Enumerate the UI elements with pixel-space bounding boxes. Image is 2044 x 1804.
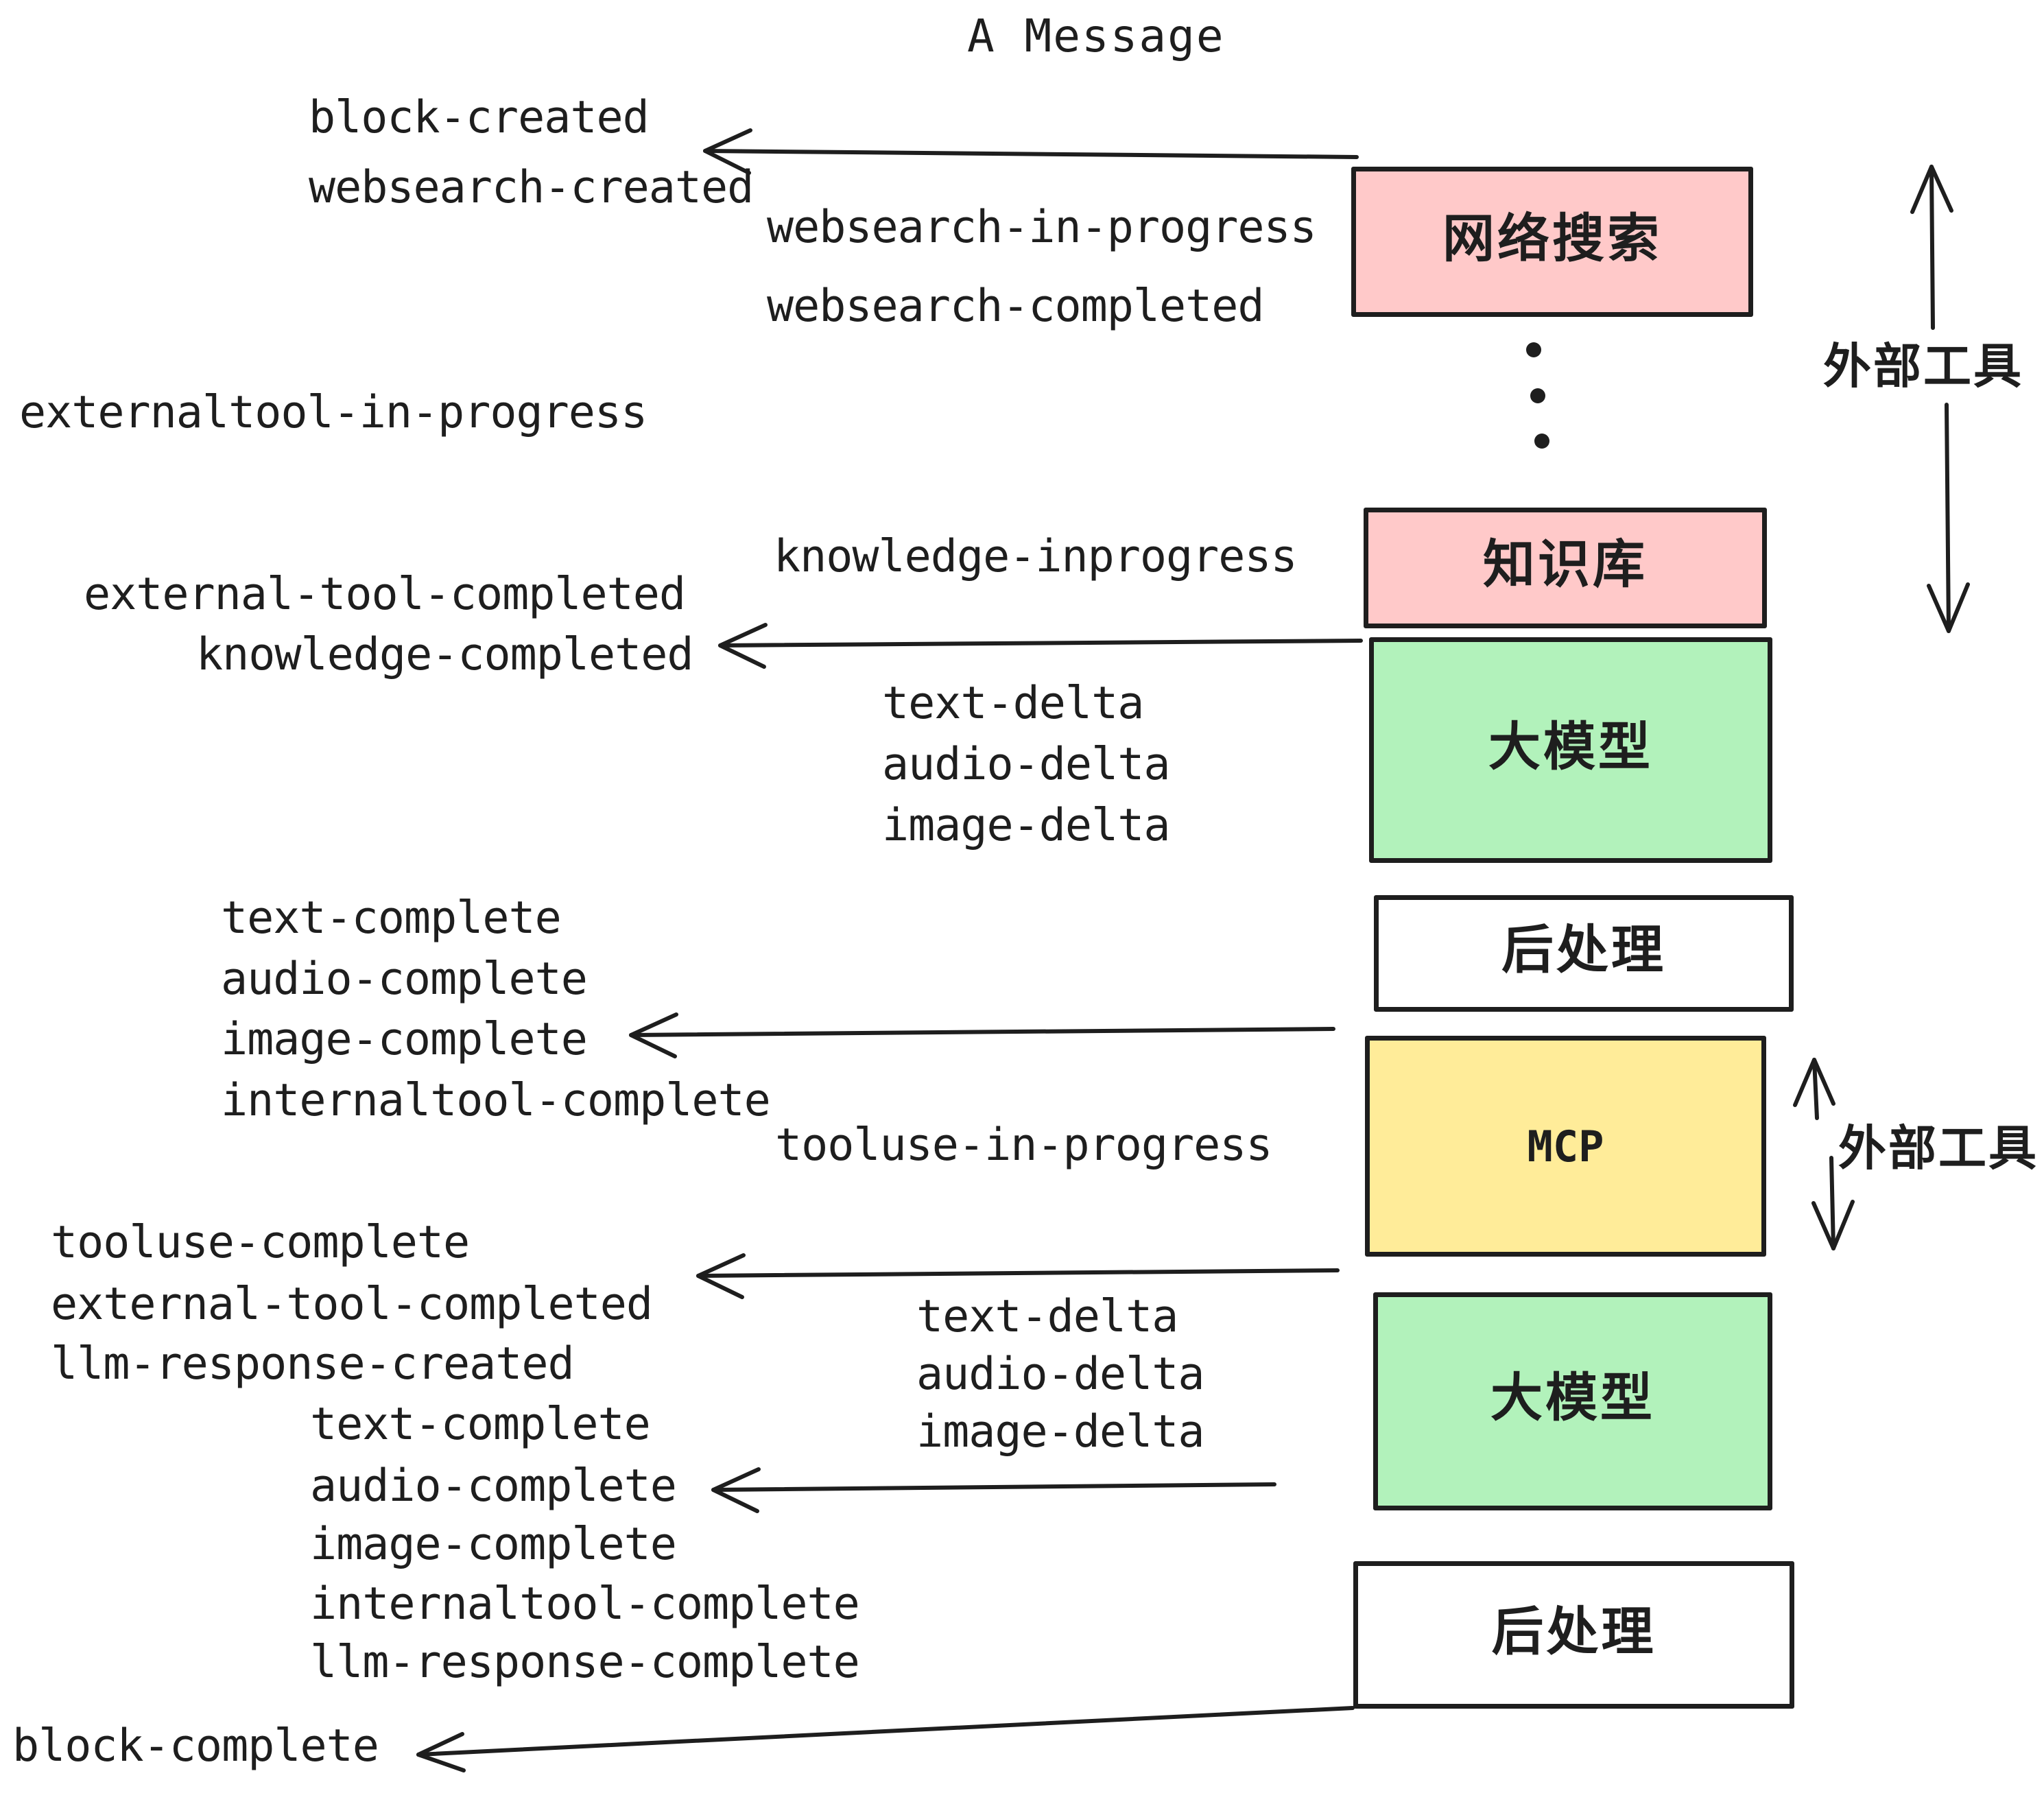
box-llm-1: 大模型 <box>1369 637 1772 863</box>
arrow-external-tools-down-1 <box>1927 403 1970 633</box>
event-externaltool-in-progress: externaltool-in-progress <box>19 387 647 438</box>
event-text-delta-2: text-delta <box>916 1291 1178 1342</box>
event-block-created: block-created <box>309 92 650 143</box>
arrow-audio-complete <box>711 1467 1276 1513</box>
arrow-external-tools-up-1 <box>1910 165 1953 330</box>
event-image-delta-1: image-delta <box>882 800 1170 851</box>
event-llm-response-complete: llm-response-complete <box>310 1637 860 1688</box>
box-postprocess-1: 后处理 <box>1374 895 1794 1012</box>
ellipsis-dots-icon <box>1526 342 1549 449</box>
box-mcp-label: MCP <box>1527 1121 1604 1172</box>
box-llm-2: 大模型 <box>1373 1292 1772 1510</box>
event-knowledge-inprogress: knowledge-inprogress <box>774 531 1298 582</box>
event-image-complete-2: image-complete <box>310 1519 677 1570</box>
event-websearch-created: websearch-created <box>309 162 754 213</box>
label-external-tools-top: 外部工具 <box>1823 340 2023 393</box>
box-llm-1-label: 大模型 <box>1488 717 1653 776</box>
box-web-search: 网络搜索 <box>1351 167 1753 317</box>
event-external-tool-completed-1: external-tool-completed <box>84 569 686 620</box>
event-audio-delta-2: audio-delta <box>916 1349 1204 1400</box>
arrow-websearch-created <box>703 128 1359 175</box>
event-text-delta-1: text-delta <box>882 678 1144 729</box>
box-postprocess-2-label: 后处理 <box>1491 1602 1656 1661</box>
box-postprocess-2: 后处理 <box>1353 1561 1794 1709</box>
event-tooluse-in-progress: tooluse-in-progress <box>775 1119 1273 1171</box>
label-external-tools-mcp: 外部工具 <box>1838 1121 2039 1175</box>
event-websearch-completed: websearch-completed <box>767 281 1265 332</box>
box-web-search-label: 网络搜索 <box>1442 209 1662 268</box>
box-postprocess-1-label: 后处理 <box>1501 921 1666 980</box>
event-audio-complete-1: audio-complete <box>221 953 588 1005</box>
arrow-image-complete <box>629 1012 1335 1058</box>
box-mcp: MCP <box>1365 1036 1766 1257</box>
event-internaltool-complete-2: internaltool-complete <box>310 1578 860 1630</box>
box-knowledge-base: 知识库 <box>1364 508 1767 628</box>
arrow-knowledge-completed <box>718 623 1363 669</box>
event-websearch-in-progress: websearch-in-progress <box>767 202 1317 253</box>
event-image-complete-1: image-complete <box>221 1014 588 1065</box>
event-text-complete-2: text-complete <box>310 1399 651 1450</box>
arrow-external-tools-up-2 <box>1793 1058 1835 1120</box>
diagram-title: A Message <box>967 10 1225 62</box>
event-audio-complete-2: audio-complete <box>310 1460 677 1512</box>
event-external-tool-completed-2: external-tool-completed <box>51 1279 653 1330</box>
event-audio-delta-1: audio-delta <box>882 739 1170 790</box>
event-llm-response-created: llm-response-created <box>51 1338 575 1390</box>
box-llm-2-label: 大模型 <box>1490 1369 1655 1427</box>
event-block-complete: block-complete <box>12 1720 379 1772</box>
event-text-complete-1: text-complete <box>221 892 562 944</box>
event-internaltool-complete-1: internaltool-complete <box>221 1075 771 1126</box>
event-knowledge-completed: knowledge-completed <box>196 629 694 680</box>
arrow-block-complete <box>416 1706 1355 1772</box>
event-image-delta-2: image-delta <box>916 1406 1204 1458</box>
event-tooluse-complete: tooluse-complete <box>51 1217 470 1268</box>
box-knowledge-base-label: 知识库 <box>1483 536 1648 594</box>
